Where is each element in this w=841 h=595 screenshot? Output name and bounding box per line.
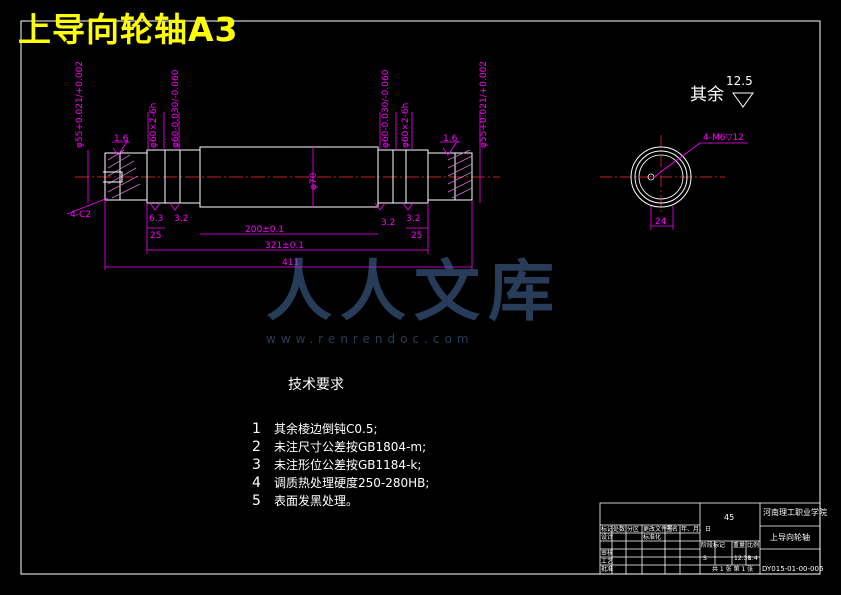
dim-l321: 321±0.1 bbox=[265, 241, 304, 251]
left-center-hole bbox=[103, 171, 123, 183]
tb-drawing-no: DY015-01-00-006 bbox=[762, 565, 824, 573]
tb-row-5: 年、月、日 bbox=[681, 525, 711, 533]
tb-row-8: 阶段标记 bbox=[701, 541, 725, 549]
tech-item-text: 未注形位公差按GB1184-k; bbox=[274, 458, 422, 472]
end-view bbox=[600, 135, 748, 230]
dim-d1: φ55+0.021/+0.002 bbox=[75, 61, 85, 148]
tb-row-2: 分区 bbox=[627, 525, 639, 533]
title-block-texts: 标记 处数 分区 更改文件号 签名 年、月、日 设计 标准化 阶段标记 重量 比… bbox=[601, 525, 824, 573]
tb-row-7: 标准化 bbox=[643, 533, 661, 541]
roughness-value: 12.5 bbox=[726, 74, 753, 88]
dim-r32c: 3.2 bbox=[406, 214, 420, 224]
tb-scale: 1:4 bbox=[748, 555, 758, 562]
dim-r32b: 3.2 bbox=[381, 218, 395, 228]
title-block-grid bbox=[599, 502, 821, 575]
dim-d6: φ55+0.021/+0.002 bbox=[479, 61, 489, 148]
tb-sheet: 共 1 张 第 1 张 bbox=[712, 565, 753, 573]
roughness-symbol bbox=[732, 92, 754, 108]
end-hatch bbox=[107, 149, 473, 199]
tb-row-3: 更改文件号 bbox=[643, 525, 673, 533]
tb-row-10: 比例 bbox=[747, 541, 759, 549]
tech-item: 5 表面发黑处理。 bbox=[252, 490, 429, 509]
dimension-texts: φ55+0.021/+0.002 φ60×2-6h φ60-0.030/-0.0… bbox=[70, 61, 744, 268]
dim-r16a: 1.6 bbox=[114, 134, 129, 144]
title-block-main: 45 河南理工职业学院 上导向轮轴 bbox=[724, 507, 827, 542]
drawing-title: 上导向轮轴A3 bbox=[18, 10, 239, 49]
tech-item-num: 3 bbox=[252, 457, 261, 473]
tech-item-num: 1 bbox=[252, 421, 261, 437]
tb-row-6: 设计 bbox=[601, 533, 613, 541]
dim-l25b: 25 bbox=[411, 231, 422, 241]
tech-heading: 技术要求 bbox=[288, 377, 344, 393]
roughness-label: 其余 bbox=[690, 85, 724, 105]
tech-item-text: 未注尺寸公差按GB1804-m; bbox=[274, 440, 427, 454]
dim-l25a: 25 bbox=[150, 231, 161, 241]
dim-l24: 24 bbox=[655, 217, 667, 227]
tech-item-num: 5 bbox=[252, 493, 261, 509]
dim-d3: φ60-0.030/-0.060 bbox=[171, 69, 181, 148]
dim-thread: 4-M6▽12 bbox=[703, 133, 744, 143]
drawing-frame bbox=[20, 20, 821, 575]
tb-weight: 12.38 bbox=[734, 555, 751, 562]
tb-row-9: 重量 bbox=[733, 541, 745, 549]
dim-r63: 6.3 bbox=[149, 214, 163, 224]
tech-item: 3 未注形位公差按GB1184-k; bbox=[252, 454, 429, 473]
tech-item-num: 2 bbox=[252, 439, 261, 455]
tb-material: 45 bbox=[724, 513, 734, 522]
tb-row-0: 标记 bbox=[601, 525, 613, 533]
tech-item-text: 表面发黑处理。 bbox=[274, 494, 359, 508]
tb-row-4: 签名 bbox=[666, 525, 678, 533]
tb-row-14: S bbox=[703, 555, 707, 562]
tb-row-13: 批准 bbox=[601, 565, 613, 573]
dim-d2: φ60×2-6h bbox=[149, 103, 159, 148]
dimension-lines bbox=[66, 112, 481, 270]
dim-mid: φ70 bbox=[309, 172, 319, 190]
tech-item: 1 其余棱边倒钝C0.5; bbox=[252, 418, 429, 437]
tech-item-text: 调质热处理硬度250-280HB; bbox=[274, 476, 430, 490]
dim-d5: φ60×2-6h bbox=[401, 103, 411, 148]
tb-row-11: 审核 bbox=[601, 549, 613, 557]
watermark-main: 人人文库 bbox=[266, 253, 562, 330]
tech-item: 2 未注尺寸公差按GB1804-m; bbox=[252, 436, 429, 455]
tb-row-1: 处数 bbox=[613, 525, 625, 533]
tech-item-num: 4 bbox=[252, 475, 261, 491]
tech-item: 4 调质热处理硬度250-280HB; bbox=[252, 472, 430, 491]
watermark-sub: www.renrendoc.com bbox=[266, 332, 474, 346]
tech-list: 1 其余棱边倒钝C0.5; 2 未注尺寸公差按GB1804-m; 3 未注形位公差按G… bbox=[252, 418, 430, 509]
tb-part-name: 上导向轮轴 bbox=[770, 532, 810, 542]
dim-chamfer: 4-C2 bbox=[70, 210, 91, 220]
tech-item-text: 其余棱边倒钝C0.5; bbox=[274, 422, 378, 436]
tb-school: 河南理工职业学院 bbox=[763, 507, 827, 517]
dim-l411: 411 bbox=[282, 258, 299, 268]
roughness-marks bbox=[112, 139, 459, 211]
dim-d4: φ60-0.030/-0.060 bbox=[381, 69, 391, 148]
dim-l200: 200±0.1 bbox=[245, 225, 284, 235]
dim-r32a: 3.2 bbox=[174, 214, 188, 224]
dim-r16b: 1.6 bbox=[443, 134, 458, 144]
shaft-outline bbox=[104, 146, 473, 208]
tb-row-12: 工艺 bbox=[601, 557, 613, 565]
